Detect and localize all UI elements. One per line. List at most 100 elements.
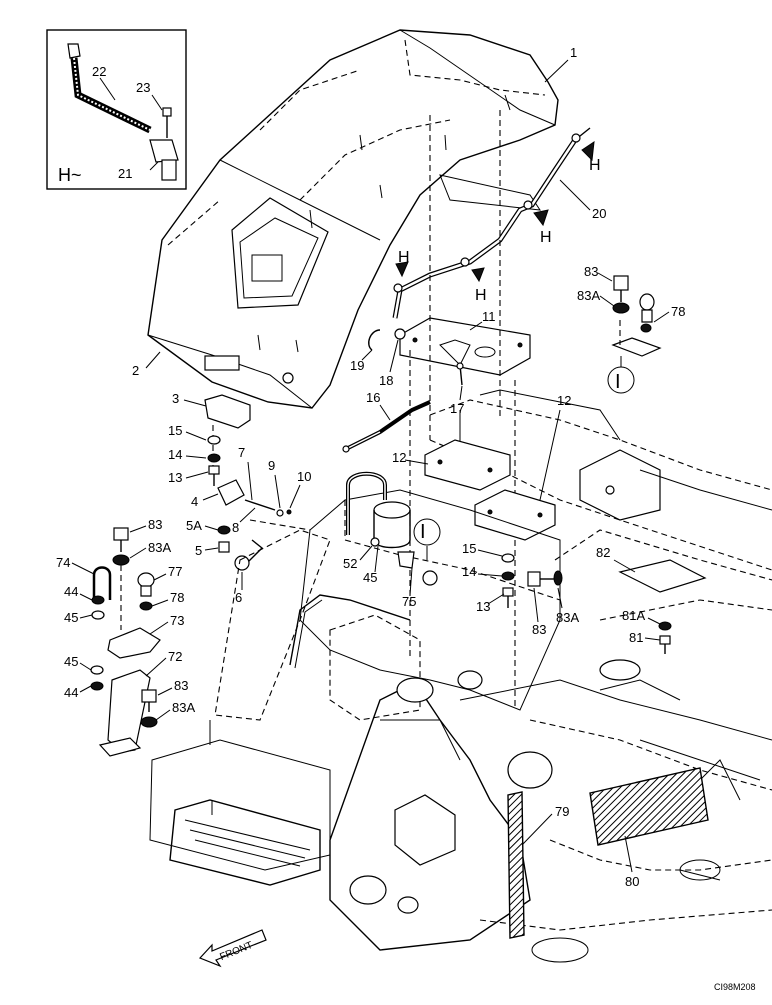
frame-bracket-left: [424, 439, 511, 491]
drawing-code: CI98M208: [714, 982, 756, 992]
detail-ref-h: H: [475, 287, 487, 304]
callout-45c: 45: [363, 570, 377, 585]
callout-9: 9: [268, 458, 275, 473]
callout-72: 72: [168, 649, 182, 664]
inset-marker: H~: [58, 165, 82, 185]
callout-14a: 14: [168, 447, 182, 462]
callout-52: 52: [343, 556, 357, 571]
pad-80: [589, 767, 709, 846]
callout-83ac: 83A: [172, 700, 195, 715]
rubber-pads: 79 80: [507, 767, 709, 939]
callout-78a: 78: [671, 304, 685, 319]
arrow-h-icon: [395, 261, 409, 278]
callout-83a: 83: [584, 264, 598, 279]
left-bracket-assembly: 83 83A 74 44 45 77 78 73 45 44: [56, 517, 195, 757]
callout-12a: 12: [392, 450, 406, 465]
callout-45a: 45: [64, 610, 78, 625]
upper-frame: 12 12 I 52 45 75: [149, 110, 772, 963]
cable-end-cap: [67, 43, 81, 59]
callout-77: 77: [168, 564, 182, 579]
callout-83ab: 83A: [148, 540, 171, 555]
latch-knob: [234, 555, 250, 571]
callout-12b: 12: [557, 393, 571, 408]
support-bracket: [107, 669, 151, 753]
callout-5: 5: [195, 543, 202, 558]
arrow-h-icon: [581, 140, 595, 162]
cable-clamp: [149, 139, 179, 163]
callout-44b: 44: [64, 685, 78, 700]
inset-frame: [46, 29, 187, 190]
callout-75: 75: [402, 594, 416, 609]
callout-14b: 14: [462, 564, 476, 579]
frame-fasteners-right: 15 14 13 83 83A: [462, 541, 579, 637]
callout-79: 79: [555, 804, 569, 819]
callout-8: 8: [232, 520, 239, 535]
callout-83d: 83: [532, 622, 546, 637]
callout-22: 22: [92, 64, 106, 79]
detail-inset-h: H~ 22 23 21: [46, 29, 187, 190]
callout-10: 10: [297, 469, 311, 484]
hood-inspection-window: [231, 197, 329, 309]
engine-hood: 1 2: [132, 29, 577, 409]
hood-latch-assembly: 3 15 14 13 4 5A 5 6 7 8: [168, 391, 311, 605]
latch-bracket: [204, 394, 251, 429]
callout-4: 4: [191, 494, 198, 509]
detail-view-i: 83 83A 78 I: [577, 264, 685, 394]
callout-5a: 5A: [186, 518, 202, 533]
callout-44a: 44: [64, 584, 78, 599]
arrow-h-icon: [471, 267, 485, 283]
callout-81: 81: [629, 630, 643, 645]
view-marker-i: I: [615, 371, 621, 393]
callout-7: 7: [238, 445, 245, 460]
callout-1: 1: [570, 45, 577, 60]
hood-outline: [147, 29, 559, 409]
callout-78b: 78: [170, 590, 184, 605]
callout-21: 21: [118, 166, 132, 181]
callout-15a: 15: [168, 423, 182, 438]
latch-body: [217, 479, 245, 506]
callout-23: 23: [136, 80, 150, 95]
callout-2: 2: [132, 363, 139, 378]
front-arrow-icon: [198, 929, 267, 968]
callout-18: 18: [379, 373, 393, 388]
callout-13b: 13: [476, 599, 490, 614]
filler-cap: [373, 501, 411, 519]
view-marker-i: I: [420, 521, 426, 543]
callout-19: 19: [350, 358, 364, 373]
step-platform: [149, 739, 331, 871]
callout-80: 80: [625, 874, 639, 889]
callout-83aa: 83A: [577, 288, 600, 303]
clamp-bolt: [162, 107, 172, 117]
hinge-bracket: [399, 317, 531, 376]
detail-ref-h: H: [540, 229, 552, 246]
callout-73: 73: [170, 613, 184, 628]
arrow-h-icon: [533, 209, 549, 227]
callout-74: 74: [56, 555, 70, 570]
callout-20: 20: [592, 206, 606, 221]
front-direction-indicator: FRONT: [198, 929, 267, 968]
callout-83b: 83: [148, 517, 162, 532]
callout-3: 3: [172, 391, 179, 406]
mount-bracket-upper: [107, 627, 161, 659]
u-bolt: [92, 566, 112, 600]
hood-hinge-assembly: 11 16 17 18 19: [342, 309, 531, 453]
callout-83c: 83: [174, 678, 188, 693]
pad-79: [507, 791, 525, 939]
callout-13a: 13: [168, 470, 182, 485]
frame-bracket-right: [474, 489, 556, 541]
callout-17: 17: [450, 401, 464, 416]
cover-plate: [618, 559, 707, 593]
callout-16: 16: [366, 390, 380, 405]
frame-bracket-rear: [579, 449, 661, 521]
mount-bracket: [611, 337, 662, 357]
detail-ref-h: H: [589, 157, 601, 174]
callout-6: 6: [235, 590, 242, 605]
callout-15b: 15: [462, 541, 476, 556]
callout-81a: 81A: [622, 608, 645, 623]
detail-ref-h: H: [398, 249, 410, 266]
callout-11: 11: [482, 309, 496, 324]
callout-82: 82: [596, 545, 610, 560]
callout-83ad: 83A: [556, 610, 579, 625]
